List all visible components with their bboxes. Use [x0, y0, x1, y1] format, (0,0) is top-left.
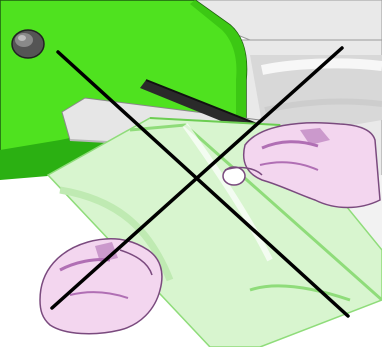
- knob-icon: [12, 30, 44, 58]
- left-hand: [40, 239, 162, 334]
